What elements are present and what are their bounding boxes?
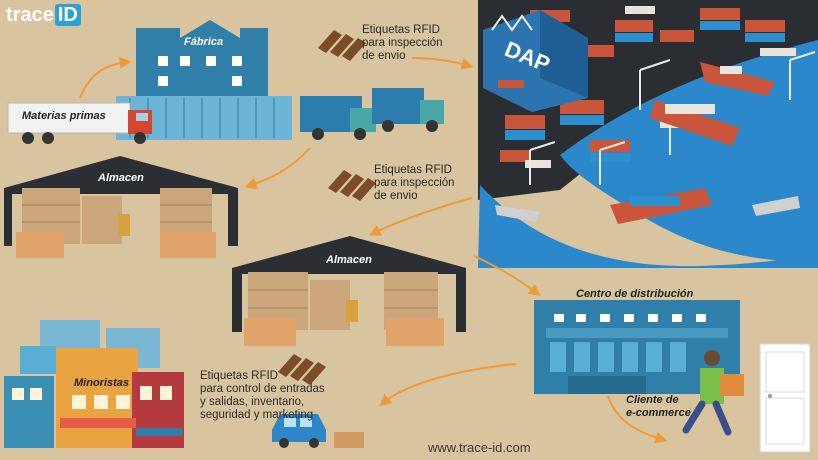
raw-materials-truck — [7, 102, 152, 144]
factory-label: Fábrica — [184, 36, 224, 48]
rfid-note-2-line-1: Etiquetas RFID — [374, 164, 452, 176]
website-link[interactable]: www.trace-id.com — [428, 440, 531, 455]
retailers-label: Minoristas — [74, 377, 130, 389]
ecommerce-line-2: e-commerce — [626, 407, 691, 419]
rfid-note-2-line-3: de envio — [374, 190, 418, 202]
rfid-note-3-line-1: Etiquetas RFID — [200, 370, 278, 382]
logo-text-left: trace — [6, 4, 54, 26]
ecommerce-line-1: Cliente de — [626, 394, 679, 406]
ecommerce-customer-label: Cliente de e-commerce — [626, 394, 691, 420]
rfid-note-1-line-1: Etiquetas RFID — [362, 24, 440, 36]
rfid-note-control: Etiquetas RFID para control de entradas … — [200, 370, 325, 422]
rfid-note-shipping-2: Etiquetas RFID para inspección de envio — [374, 164, 455, 203]
flow-arrows — [79, 56, 668, 444]
rfid-note-shipping-1: Etiquetas RFID para inspección de envio — [362, 24, 443, 63]
distribution-center-label: Centro de distribución — [576, 288, 694, 300]
van-and-boxes — [272, 414, 364, 448]
raw-materials-label: Materias primas — [22, 110, 106, 122]
rfid-note-3-line-3: y salidas, inventario, — [200, 396, 305, 408]
port-scene — [478, 0, 818, 268]
ecommerce-customer-scene — [682, 343, 811, 453]
warehouse-1-label: Almacen — [98, 172, 144, 184]
rfid-note-1-line-2: para inspección — [362, 37, 443, 49]
warehouse-2-label: Almacen — [326, 254, 372, 266]
retail-buildings — [4, 320, 184, 448]
warehouse-2 — [232, 236, 466, 346]
delivery-trucks — [300, 88, 444, 140]
factory-scene — [116, 20, 292, 140]
rfid-note-3-line-2: para control de entradas — [200, 383, 325, 395]
logo-text-right: ID — [54, 4, 81, 26]
rfid-note-3-line-4: seguridad y marketing — [200, 409, 314, 421]
rfid-tag-icons — [278, 30, 376, 385]
rfid-note-2-line-2: para inspección — [374, 177, 455, 189]
rfid-note-1-line-3: de envio — [362, 50, 406, 62]
warehouse-1 — [4, 156, 238, 258]
